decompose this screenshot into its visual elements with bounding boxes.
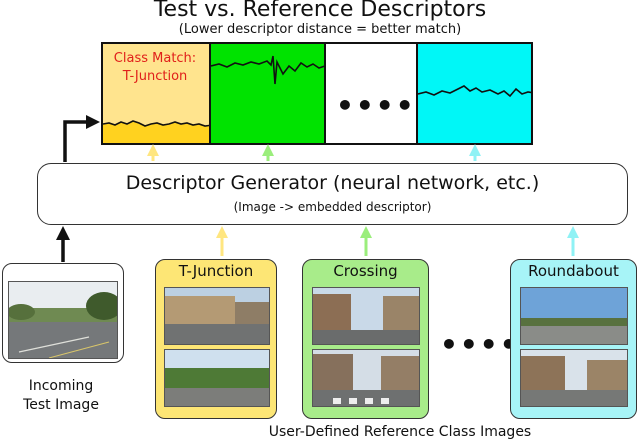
tjunction-photo-2	[164, 349, 270, 407]
test-image-caption: Incoming Test Image	[0, 377, 122, 415]
class-box-tjunction: T-Junction	[155, 259, 277, 419]
descriptor-plot-crossing	[211, 55, 324, 85]
class-label-roundabout: Roundabout	[528, 262, 619, 280]
class-label-crossing: Crossing	[333, 262, 398, 280]
test-caption-line2: Test Image	[23, 397, 99, 413]
arrow-generator-to-panels	[63, 115, 100, 162]
class-match-line2: T-Junction	[122, 69, 188, 84]
roundabout-photo-2	[520, 349, 628, 407]
descriptor-panel-tjunction: Class Match: T-Junction	[101, 42, 211, 145]
crossing-photo-2	[312, 349, 420, 407]
diagram-title: Test vs. Reference Descriptors	[153, 0, 487, 22]
descriptor-plot-roundabout	[418, 85, 531, 98]
class-label-tjunction: T-Junction	[178, 262, 254, 280]
reference-classes-caption: User-Defined Reference Class Images	[268, 424, 532, 440]
test-caption-line1: Incoming	[28, 378, 94, 394]
test-image-box	[2, 263, 124, 363]
test-image-photo	[8, 281, 118, 359]
class-match-line1: Class Match:	[113, 51, 197, 66]
class-box-roundabout: Roundabout	[510, 259, 637, 419]
descriptor-generator-subtitle: (Image -> embedded descriptor)	[233, 200, 432, 214]
descriptor-plot-tjunction	[103, 120, 209, 143]
class-match-label: Class Match: T-Junction	[109, 50, 201, 86]
class-box-crossing: Crossing	[302, 259, 429, 419]
tjunction-photo-1	[164, 287, 270, 345]
descriptor-panel-blank: •••••	[324, 42, 418, 145]
diagram-subtitle: (Lower descriptor distance = better matc…	[178, 22, 462, 37]
panel-ellipsis: •••••	[336, 89, 416, 122]
descriptor-generator-title: Descriptor Generator (neural network, et…	[125, 172, 540, 194]
descriptor-generator-box	[37, 163, 628, 225]
roundabout-photo-1	[520, 287, 628, 345]
crossing-photo-1	[312, 287, 420, 345]
